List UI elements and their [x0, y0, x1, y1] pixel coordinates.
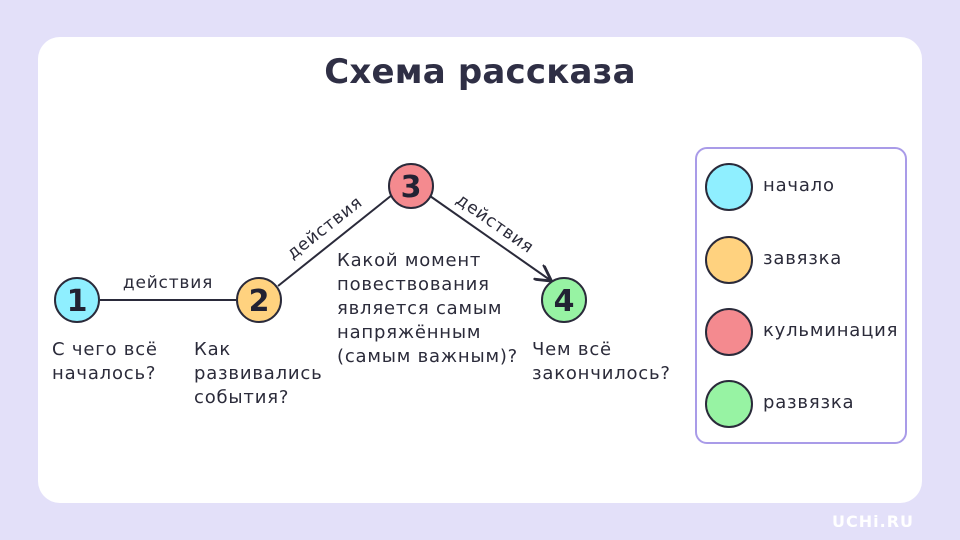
legend-swatch-ending — [705, 380, 753, 428]
node-4 — [541, 277, 587, 323]
question-4: Чем всё закончилось? — [532, 339, 671, 384]
legend-label-ending: развязка — [763, 392, 855, 413]
title-word-2: рассказа — [457, 52, 636, 92]
edge-label-1: действия — [123, 273, 213, 293]
edge-2-3 — [277, 194, 393, 287]
question-2: Как развивались события? — [194, 339, 323, 408]
edge-3-4 — [429, 195, 550, 280]
node-1-number: 1 — [67, 284, 88, 319]
node-4-number: 4 — [554, 284, 575, 319]
legend-swatch-start — [705, 163, 753, 211]
node-3-number: 3 — [401, 170, 422, 205]
page-title: Схема рассказа — [0, 52, 960, 92]
legend-swatch-plot — [705, 236, 753, 284]
legend-swatch-climax — [705, 308, 753, 356]
legend-item-start: начало — [705, 163, 901, 211]
legend-label-climax: кульминация — [763, 320, 899, 341]
node-2-number: 2 — [249, 284, 270, 319]
question-3: Какой момент повествования является самы… — [337, 250, 519, 367]
node-3 — [388, 163, 434, 209]
legend-item-plot: завязка — [705, 236, 901, 284]
legend-label-plot: завязка — [763, 248, 843, 269]
legend-item-climax: кульминация — [705, 308, 901, 356]
legend: начало завязка кульминация развязка — [695, 147, 907, 444]
title-word-1: Схема — [324, 52, 446, 92]
legend-label-start: начало — [763, 175, 835, 196]
question-1: С чего всё началось? — [52, 339, 158, 384]
legend-item-ending: развязка — [705, 380, 901, 428]
node-1 — [54, 277, 100, 323]
edge-label-3: действия — [452, 190, 537, 258]
node-2 — [236, 277, 282, 323]
brand-logo: UCHi.RU — [832, 512, 914, 531]
